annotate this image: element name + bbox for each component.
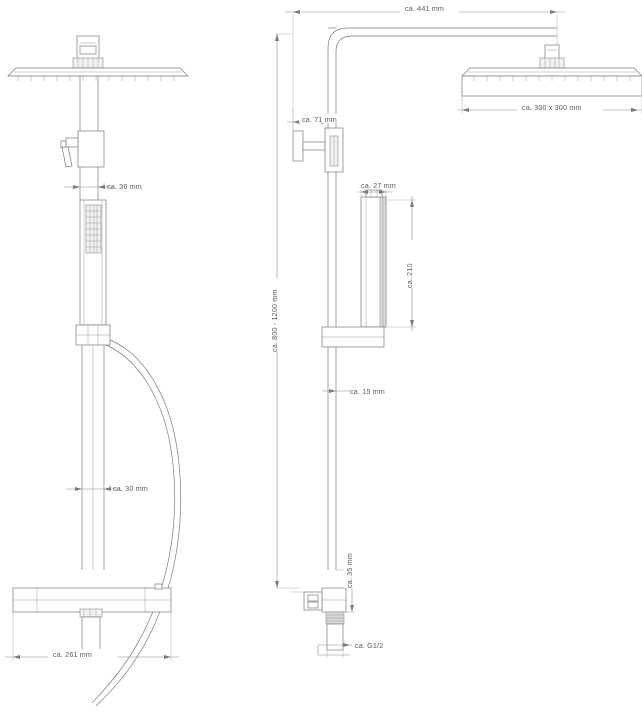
dim-wall-bracket-offset: ca. 71 mm: [287, 108, 341, 131]
side-rain-shower-head: [461, 67, 642, 97]
head-nozzle-row: [17, 76, 175, 81]
dim-label-handset-diameter: ca. 36 mm: [107, 182, 142, 191]
dim-handset-length: ca. 210: [386, 196, 416, 331]
dim-head-size: ca. 300 x 300 mm: [458, 96, 642, 114]
front-shower-hose: [91, 339, 182, 707]
front-riser-mid: [79, 167, 99, 200]
dim-label-connection-thread: ca. G1/2: [355, 641, 383, 650]
dim-total-height: ca. 800 - 1200 mm: [268, 33, 300, 589]
dim-label-head-size: ca. 300 x 300 mm: [522, 103, 582, 112]
dim-label-wall-bracket-offset: ca. 71 mm: [302, 115, 337, 124]
dim-label-total-height: ca. 800 - 1200 mm: [270, 290, 279, 352]
dim-handset-diameter: ca. 36 mm: [64, 182, 142, 193]
front-head-connector: [72, 35, 104, 69]
side-mixer-body: [290, 587, 347, 651]
front-rain-shower-head: [7, 67, 189, 81]
dim-label-handset-length: ca. 210: [405, 263, 414, 288]
dim-riser-diameter: ca. 30 mm: [66, 481, 148, 496]
front-handset: [79, 199, 107, 326]
dim-label-riser-depth: ca. 15 mm: [350, 387, 385, 396]
dim-label-mixer-width: ca. 261 mm: [53, 650, 92, 659]
side-handset: [360, 189, 387, 328]
dim-label-outlet-offset: ca. 35 mm: [345, 553, 354, 588]
dim-handset-depth: ca. 27 mm: [357, 180, 400, 197]
dim-label-riser-diameter: ca. 30 mm: [113, 484, 148, 493]
handset-spray-grid: [86, 205, 101, 253]
dim-label-arm-reach: ca. 441 mm: [405, 4, 444, 13]
dim-outlet-offset: ca. 35 mm: [336, 550, 355, 613]
side-riser: [327, 172, 337, 570]
dim-arm-reach: ca. 441 mm: [285, 4, 565, 130]
side-shower-arm: [327, 27, 557, 145]
side-wall-bracket: [292, 127, 344, 173]
side-elevation-view: ca. 441 mm: [268, 4, 642, 658]
front-riser-lower: [81, 345, 105, 570]
dim-label-handset-depth: ca. 27 mm: [361, 181, 396, 190]
side-head-connector: [539, 44, 565, 69]
front-mixer-body: [12, 583, 172, 656]
dim-mixer-width: ca. 261 mm: [5, 612, 179, 660]
front-riser-upper: [79, 76, 99, 131]
front-slider-bracket: [75, 324, 111, 346]
side-slider-bracket: [321, 326, 385, 348]
front-elevation-view: ca. 36 mm ca. 30 mm ca. 261 mm: [5, 35, 189, 707]
dim-riser-depth: ca. 15 mm: [322, 378, 385, 396]
front-diverter-body: [60, 130, 105, 168]
dim-connection-thread: ca. G1/2: [317, 641, 383, 658]
side-head-nozzle-row: [473, 76, 631, 81]
